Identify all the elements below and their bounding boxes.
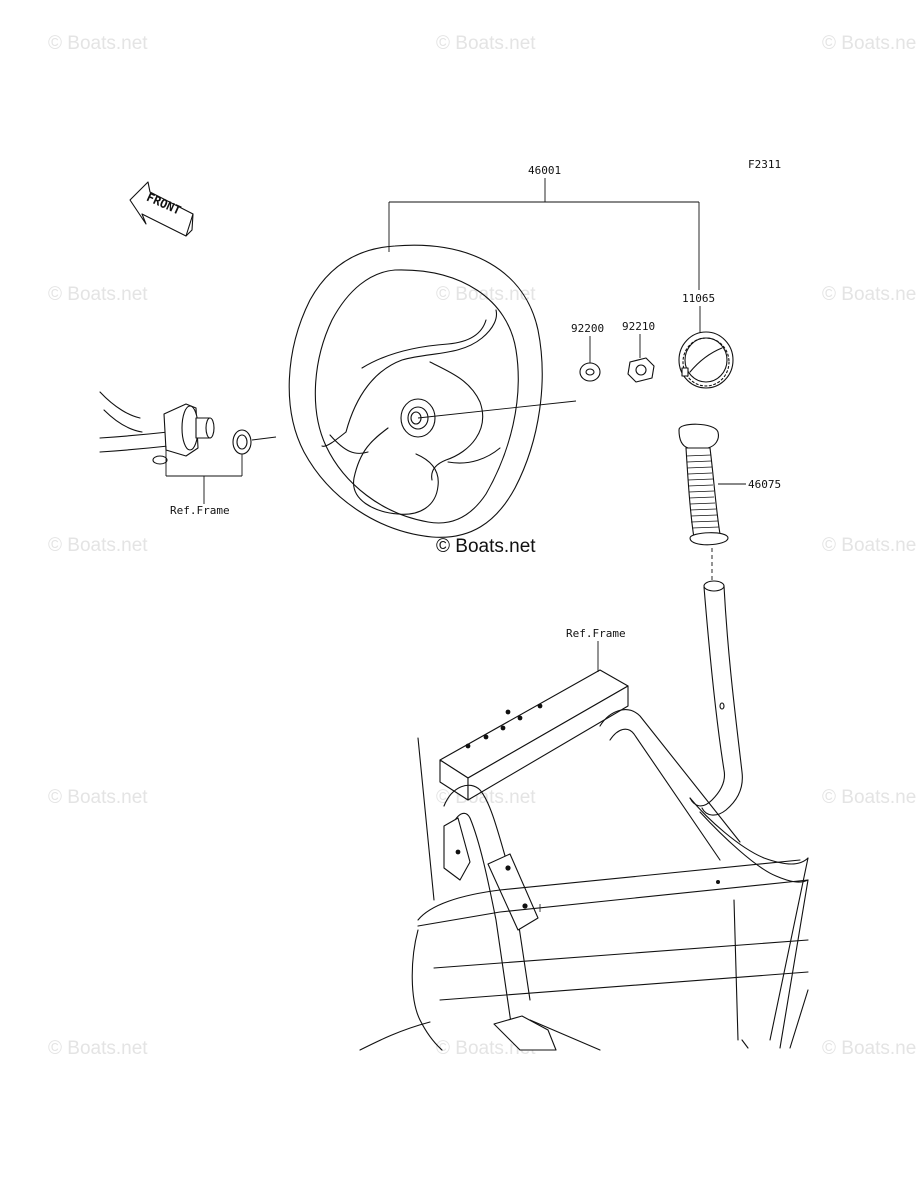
watermark: © Boats.net	[436, 33, 536, 54]
bracket-46001: 46001	[388, 164, 700, 290]
watermark: © Boats.net	[822, 787, 916, 808]
watermark: © Boats.net	[436, 787, 536, 808]
ref-frame-label-left: Ref.Frame	[170, 504, 230, 517]
watermark: © Boats.net	[48, 284, 148, 305]
part-46075: 46075	[678, 423, 781, 582]
frame-structure	[359, 580, 809, 1051]
ref-frame-label-lower: Ref.Frame	[566, 627, 626, 640]
watermark: © Boats.net	[48, 535, 148, 556]
part-number-46075: 46075	[748, 478, 781, 491]
part-number-92210: 92210	[622, 320, 655, 333]
watermark: © Boats.net	[822, 535, 916, 556]
grip-ribs	[685, 454, 720, 529]
ref-frame-label-lower-group: Ref.Frame	[566, 627, 626, 672]
watermark-layer: © Boats.net © Boats.net © Boats.net © Bo…	[48, 33, 916, 1059]
watermark: © Boats.net	[822, 1038, 916, 1059]
part-92210: 92210	[622, 320, 655, 383]
part-11065: 11065	[678, 292, 734, 389]
part-number-92200: 92200	[571, 322, 604, 335]
watermark: © Boats.net	[48, 33, 148, 54]
watermark: © Boats.net	[822, 284, 916, 305]
steering-wheel	[288, 244, 577, 538]
watermark-center: © Boats.net	[436, 536, 536, 557]
steering-column	[99, 391, 215, 465]
watermark: © Boats.net	[48, 1038, 148, 1059]
front-arrow-icon: FRONT	[129, 181, 194, 237]
watermark: © Boats.net	[822, 33, 916, 54]
part-number-46001: 46001	[528, 164, 561, 177]
watermark: © Boats.net	[436, 284, 536, 305]
ref-frame-bracket-left: Ref.Frame	[165, 446, 243, 517]
watermark: © Boats.net	[48, 787, 148, 808]
figure-code: F2311	[748, 158, 781, 171]
part-92200: 92200	[571, 322, 604, 382]
watermark: © Boats.net	[436, 1038, 536, 1059]
washer-column	[232, 429, 277, 455]
part-number-11065: 11065	[682, 292, 715, 305]
